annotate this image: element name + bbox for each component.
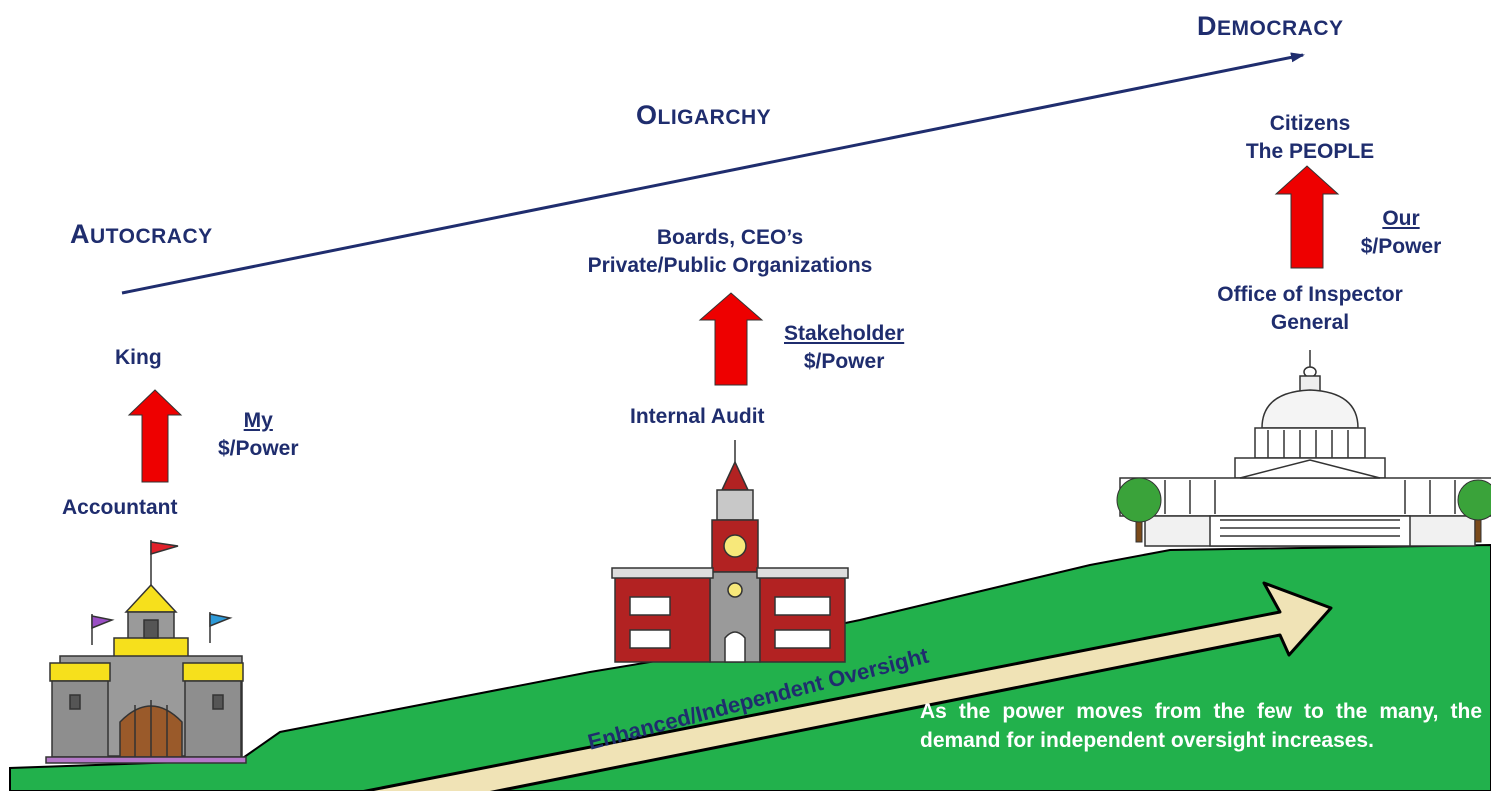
flow-label-power: $/Power bbox=[803, 350, 885, 373]
capitol-illustration bbox=[1119, 350, 1491, 547]
era-autocracy-rest: UTOCRACY bbox=[90, 225, 213, 248]
era-autocracy-initial: A bbox=[70, 219, 90, 249]
tree-left bbox=[1116, 477, 1162, 543]
citizens-line1: Citizens bbox=[1269, 112, 1351, 135]
era-democracy: DEMOCRACY bbox=[1197, 11, 1344, 42]
democracy-flow: Our $/Power bbox=[1336, 205, 1466, 261]
label-king: King bbox=[115, 346, 162, 369]
boards-line2: Private/Public Organizations bbox=[587, 254, 873, 277]
era-oligarchy-initial: O bbox=[636, 100, 658, 130]
autocracy-flow: My $/Power bbox=[218, 407, 299, 463]
up-arrow-democracy bbox=[1274, 165, 1340, 269]
oligarchy-flow: Stakeholder $/Power bbox=[784, 320, 904, 376]
flow-owner-our: Our bbox=[1382, 207, 1420, 230]
oversight-arrow bbox=[358, 581, 1333, 791]
clock-tower-illustration bbox=[611, 440, 849, 663]
conclusion-text: As the power moves from the few to the m… bbox=[920, 700, 1482, 752]
citizens-line2: The PEOPLE bbox=[1245, 140, 1375, 163]
inspector-line2: General bbox=[1270, 311, 1350, 334]
inspector-line1: Office of Inspector bbox=[1217, 283, 1403, 306]
castle-illustration bbox=[45, 540, 247, 764]
label-accountant: Accountant bbox=[62, 496, 178, 519]
label-citizens: Citizens The PEOPLE bbox=[1200, 110, 1420, 166]
era-oligarchy: OLIGARCHY bbox=[636, 100, 771, 131]
trend-arrow bbox=[121, 52, 1305, 295]
flow-owner-stakeholder: Stakeholder bbox=[784, 322, 905, 345]
era-autocracy: AUTOCRACY bbox=[70, 219, 213, 250]
era-oligarchy-rest: LIGARCHY bbox=[657, 106, 772, 129]
label-boards: Boards, CEO’s Private/Public Organizatio… bbox=[505, 224, 955, 280]
label-internal-audit: Internal Audit bbox=[630, 405, 765, 428]
flow-owner-my: My bbox=[243, 409, 273, 432]
label-inspector-general: Office of Inspector General bbox=[1150, 281, 1470, 337]
boards-line1: Boards, CEO’s bbox=[656, 226, 804, 249]
era-democracy-initial: D bbox=[1197, 11, 1217, 41]
flow-label-power: $/Power bbox=[1360, 235, 1442, 258]
up-arrow-oligarchy bbox=[698, 292, 764, 386]
tree-right bbox=[1457, 479, 1491, 543]
up-arrow-autocracy bbox=[127, 389, 183, 483]
era-democracy-rest: EMOCRACY bbox=[1217, 17, 1344, 40]
flow-label-power: $/Power bbox=[218, 437, 299, 460]
